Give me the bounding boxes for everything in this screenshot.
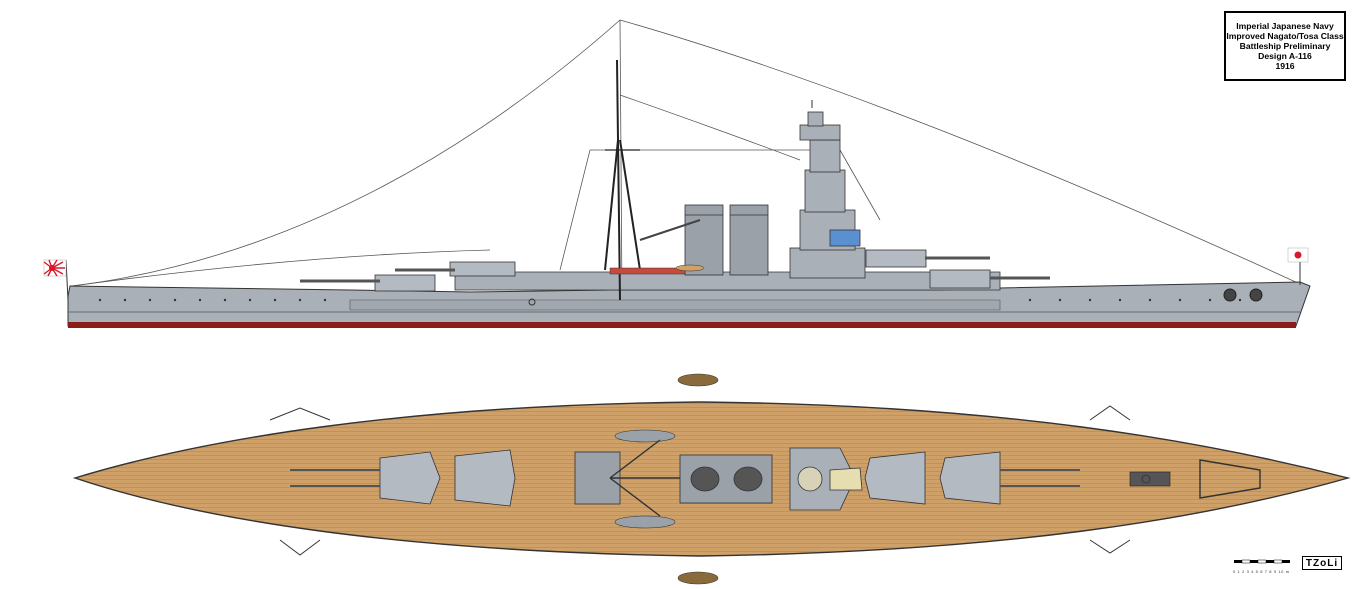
rising-sun-ensign-icon: [43, 259, 69, 301]
plan-turrets: [290, 449, 1080, 507]
side-profile: [43, 19, 1311, 328]
boat-deck: [609, 219, 705, 275]
title-block: Imperial Japanese Navy Improved Nagato/T…: [1224, 11, 1346, 81]
forward-turrets: [865, 249, 1050, 289]
forward-superstructure: [789, 100, 866, 279]
plan-boats: [609, 373, 719, 585]
rigging-wires: [71, 19, 1301, 301]
artist-signature: TZoLi: [1302, 556, 1342, 570]
title-line-5: 1916: [1275, 61, 1295, 71]
boot-topping: [68, 322, 1296, 328]
scale-bar-ticks: 0 1 2 3 4 5 6 7 8 9 10 m: [1233, 569, 1290, 574]
bow-anchor-gear-icon: [1129, 459, 1261, 499]
portholes: [98, 298, 1242, 306]
top-view: [72, 373, 1351, 585]
boat-booms: [269, 405, 1131, 556]
mainmast: [604, 59, 641, 301]
title-line-3: Battleship Preliminary: [1239, 41, 1331, 51]
deckhouse: [454, 271, 1001, 291]
hull-step: [349, 299, 1001, 311]
aft-turrets: [300, 261, 516, 292]
title-line-1: Imperial Japanese Navy: [1236, 21, 1334, 31]
plan-superstructure: [574, 447, 863, 511]
scale-bar: [1234, 559, 1290, 564]
title-line-4: Design A-116: [1258, 51, 1312, 61]
anchor-hawse-icon: [1223, 288, 1263, 302]
hinomaru-jack-icon: [1287, 247, 1309, 285]
title-line-2: Improved Nagato/Tosa Class: [1226, 31, 1344, 41]
funnels: [684, 204, 769, 276]
